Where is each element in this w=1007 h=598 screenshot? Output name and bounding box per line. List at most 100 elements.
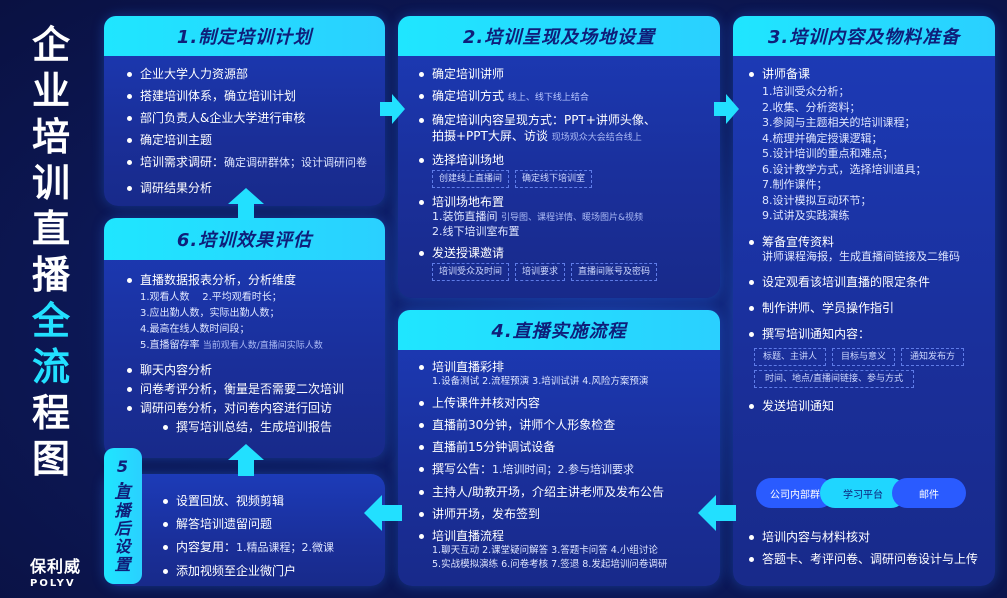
- side-title: 企 业 培 训 直 播 全 流 程 图: [28, 22, 74, 482]
- notice-tags-row2: 时间、地点/直播间链接、参与方式: [746, 369, 964, 388]
- title-char: .: [119, 470, 127, 489]
- tag: 时间、地点/直播间链接、参与方式: [754, 369, 915, 388]
- sub-item: 9.试讲及实践演练: [762, 209, 850, 222]
- list-item: 上传课件并核对内容: [416, 395, 667, 411]
- sub-item: 3.参阅与主题相关的培训课程；: [762, 116, 916, 129]
- list-item: 确定培训主题: [124, 132, 367, 148]
- panel-presentation-title: 2.培训呈现及场地设置: [398, 16, 720, 56]
- panel-post-live-title: 5 . 直 播 后 设 置: [104, 448, 142, 584]
- sub-note: 引导图、课程详情、暖场图片&视频: [501, 213, 644, 223]
- sub-note: 当前观看人数/直播间实际人数: [202, 341, 323, 351]
- title-char: 后: [114, 519, 132, 538]
- sub-item: 1.装饰直播间 引导图、课程详情、暖场图片&视频: [416, 210, 657, 225]
- panel-live-list: 培训直播彩排 1.设备测试 2.流程预演 3.培训试讲 4.风险方案预演 上传课…: [416, 359, 667, 572]
- list-item: 制作讲师、学员操作指引: [746, 300, 964, 316]
- title-char: 5: [116, 457, 130, 476]
- notice-channels: 公司内部群 学习平台 邮件: [756, 478, 966, 508]
- item-sub: 1.培训时间；2.参与培训要求: [492, 463, 635, 476]
- panel-content-list-bottom: 培训内容与材料核对 答题卡、考评问卷、调研问卷设计与上传: [746, 529, 978, 567]
- item-main: 撰写公告：: [432, 462, 493, 476]
- title-char: 播: [114, 501, 132, 520]
- tag: 培训受众及时间: [432, 263, 510, 281]
- sub-item: 8.设计模拟互动环节；: [762, 193, 872, 207]
- sub-item: 4.最高在线人数时间段；: [140, 324, 250, 335]
- list-item: 调研问卷分析，对问卷内容进行回访: [124, 400, 344, 416]
- sub-item: 1.聊天互动 2.课堂疑问解答 3.答题卡问答 4.小组讨论: [432, 545, 658, 556]
- list-item: 培训直播彩排: [416, 359, 667, 375]
- list-item: 筹备宣传资料: [746, 234, 964, 250]
- title-char: 置: [114, 555, 132, 574]
- arrow-up-icon: [228, 188, 264, 220]
- list-item: 发送授课邀请: [416, 245, 657, 261]
- list-item: 设定观看该培训直播的限定条件: [746, 274, 964, 290]
- list-item: 培训需求调研：确定调研群体；设计调研问卷: [124, 154, 367, 171]
- list-item: 讲师开场，发布签到: [416, 506, 667, 522]
- list-item: 确定培训讲师: [416, 66, 657, 82]
- title-char: 直: [114, 483, 132, 502]
- tag: 标题、主讲人: [754, 347, 827, 366]
- list-item: 培训场地布置: [416, 194, 657, 210]
- item-sub: 确定调研群体；设计调研问卷: [224, 156, 368, 169]
- panel-plan-list: 企业大学人力资源部 搭建培训体系，确立培训计划 部门负责人&企业大学进行审核 确…: [124, 66, 367, 196]
- arrow-right-icon: [714, 94, 739, 124]
- channel-pill: 邮件: [892, 478, 966, 508]
- panel-evaluation-list: 直播数据报表分析，分析维度 1.观看人数 2.平均观看时长； 3.应出勤人数，实…: [124, 272, 344, 435]
- list-item: 讲师备课: [746, 66, 964, 82]
- side-title-char: 企: [31, 23, 70, 67]
- panel-content-list: 讲师备课 1.培训受众分析； 2.收集、分析资料； 3.参阅与主题相关的培训课程…: [746, 66, 965, 414]
- channel-pill: 学习平台: [820, 478, 906, 508]
- panel-content-title: 3.培训内容及物料准备: [733, 16, 995, 56]
- item-main: 内容复用：: [176, 540, 237, 554]
- tag: 培训要求: [515, 263, 566, 281]
- item-sub: 1.精品课程；2.微课: [236, 541, 335, 554]
- item-note: 现场观众大会结合线上: [551, 133, 642, 143]
- sub-item: 5.实战模拟演练 6.问卷考核 7.签退 8.发起培训问卷调研: [432, 559, 668, 570]
- arrow-left-icon: [698, 495, 736, 531]
- item-main: 培训需求调研：: [140, 155, 225, 169]
- list-item: 直播数据报表分析，分析维度: [124, 272, 344, 288]
- list-item: 添加视频至企业微门户: [160, 563, 334, 579]
- list-item: 内容复用：1.精品课程；2.微课: [160, 539, 334, 556]
- list-item: 搭建培训体系，确立培训计划: [124, 88, 367, 104]
- arrow-right-icon: [380, 94, 405, 124]
- item-line2: 拍摄+PPT大屏、访谈: [432, 129, 548, 143]
- sub-item: 4.梳理并确定授课逻辑；: [762, 131, 883, 145]
- panel-presentation: [398, 16, 720, 298]
- side-title-char: 训: [31, 161, 70, 205]
- sub-item: 2.收集、分析资料；: [762, 100, 861, 114]
- tag: 通知发布方: [901, 347, 965, 366]
- side-title-char: 播: [31, 253, 70, 297]
- list-item: 撰写培训通知内容：: [746, 326, 964, 342]
- list-item: 答题卡、考评问卷、调研问卷设计与上传: [746, 551, 978, 567]
- arrow-left-icon: [364, 495, 402, 531]
- side-title-char: 直: [31, 207, 70, 251]
- invite-tags: 培训受众及时间 培训要求 直播间账号及密码: [416, 263, 658, 281]
- venue-tags: 创建线上直播间 确定线下培训室: [416, 170, 657, 188]
- list-item: 确定培训方式 线上、线下线上结合: [416, 88, 657, 106]
- list-item: 主持人/助教开场，介绍主讲老师及发布公告: [416, 484, 667, 500]
- sub-main: 5.直播留存率: [140, 340, 200, 351]
- item-main: 确定培训方式: [432, 89, 505, 103]
- panel-live-title: 4.直播实施流程: [398, 310, 720, 350]
- panel-evaluation-title: 6.培训效果评估: [104, 218, 385, 260]
- list-item: 解答培训遗留问题: [160, 516, 334, 532]
- panel-presentation-list: 确定培训讲师 确定培训方式 线上、线下线上结合 确定培训内容呈现方式：PPT+讲…: [416, 66, 658, 281]
- logo-cn: 保利威: [30, 557, 82, 576]
- list-item: 设置回放、视频剪辑: [160, 493, 334, 509]
- sub-item: 2.线下培训室布置: [432, 225, 520, 238]
- list-item: 部门负责人&企业大学进行审核: [124, 110, 367, 126]
- sub-item: 6.设计教学方式，选择培训道具；: [762, 162, 927, 176]
- tag: 确定线下培训室: [515, 170, 593, 188]
- list-item: 直播前15分钟调试设备: [416, 439, 667, 455]
- list-item: 撰写公告：1.培训时间；2.参与培训要求: [416, 461, 667, 478]
- sub-item: 5.设计培训的重点和难点；: [762, 147, 894, 160]
- polyv-logo: 保利威 POLYV: [30, 553, 90, 589]
- list-item: 培训内容与材料核对: [746, 529, 978, 545]
- list-item: 确定培训内容呈现方式：PPT+讲师头像、: [416, 112, 657, 128]
- list-item: 问卷考评分析，衡量是否需要二次培训: [124, 381, 344, 397]
- tag: 直播间账号及密码: [571, 263, 658, 281]
- list-item: 培训直播流程: [416, 528, 667, 544]
- sub-item: 3.应出勤人数，实际出勤人数；: [140, 308, 280, 319]
- item-main: 确定培训内容呈现方式：: [432, 113, 565, 127]
- list-item: 选择培训场地: [416, 152, 657, 168]
